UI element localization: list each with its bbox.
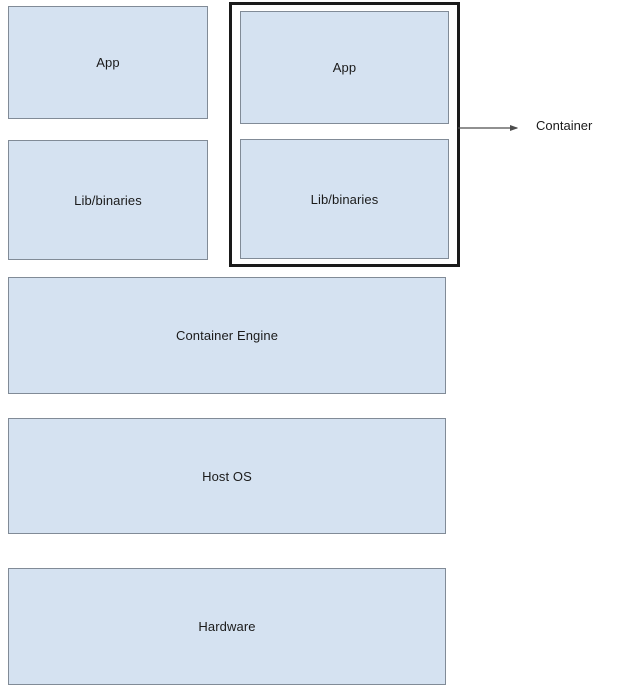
node-container-engine-label: Container Engine	[175, 328, 279, 343]
node-lib-binaries-left[interactable]: Lib/binaries	[8, 140, 208, 260]
node-lib-binaries-right-label: Lib/binaries	[310, 191, 379, 207]
node-host-os-label: Host OS	[202, 468, 252, 484]
node-app-right-label: App	[332, 60, 357, 75]
node-container-engine[interactable]: Container Engine	[8, 277, 446, 394]
node-lib-binaries-right[interactable]: Lib/binaries	[240, 139, 449, 259]
node-host-os[interactable]: Host OS	[8, 418, 446, 534]
node-app-left[interactable]: App	[8, 6, 208, 119]
node-app-left-label: App	[96, 55, 120, 70]
node-lib-binaries-left-label: Lib/binaries	[74, 192, 142, 208]
node-hardware[interactable]: Hardware	[8, 568, 446, 685]
container-callout-label: Container	[536, 118, 593, 133]
node-app-right[interactable]: App	[240, 11, 449, 124]
container-callout-arrow-icon	[458, 124, 519, 132]
node-hardware-label: Hardware	[198, 619, 256, 634]
